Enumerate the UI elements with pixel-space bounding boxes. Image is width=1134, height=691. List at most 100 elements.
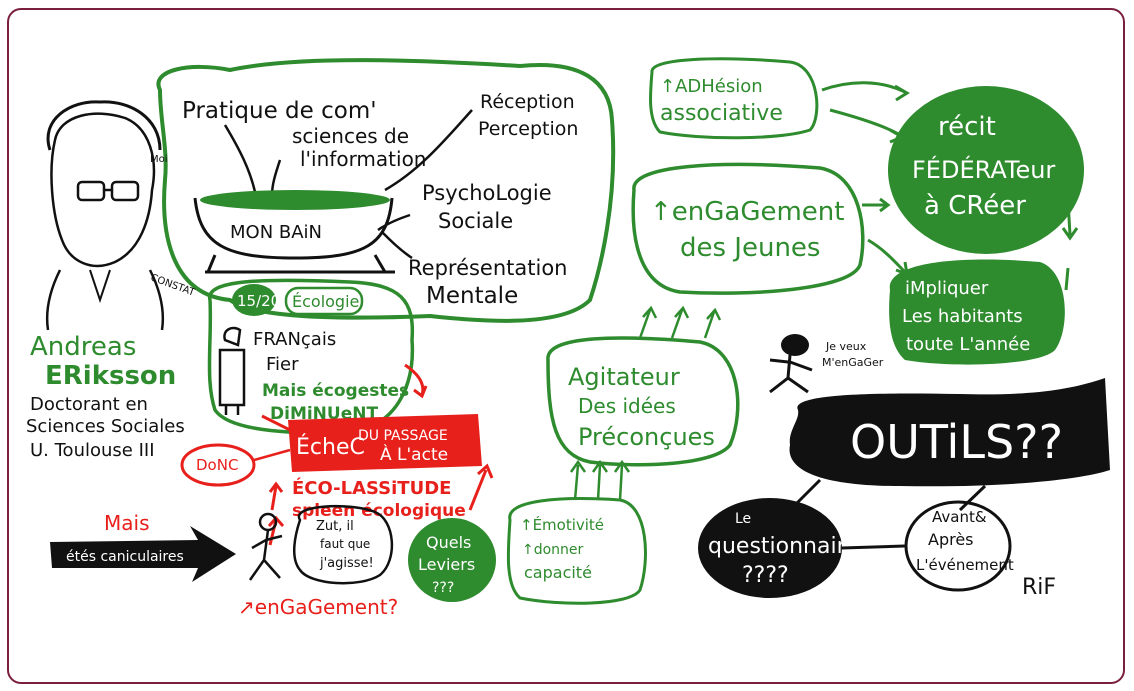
pratique-label: Pratique de com' xyxy=(182,98,377,124)
avant-label-2: Après xyxy=(928,530,974,549)
thought-bubble xyxy=(293,504,394,585)
lassitude-label-2: spleen écologique xyxy=(292,501,466,521)
quels-label-3: ??? xyxy=(432,580,454,596)
arrow-pratique xyxy=(223,124,257,193)
donc-line xyxy=(253,448,291,462)
impliquer-label-2: Les habitants xyxy=(902,306,1023,327)
green-arrows-up xyxy=(569,459,631,501)
emotivite-bubble xyxy=(506,497,647,605)
engagement-jeunes-2: des Jeunes xyxy=(680,233,820,263)
red-arrow-down xyxy=(404,363,428,399)
thought-line-2: faut que xyxy=(320,537,370,551)
repr-label-2: Mentale xyxy=(426,283,518,309)
bath-water xyxy=(200,190,390,210)
engagement-jeunes-1: ↑enGaGement xyxy=(650,197,844,227)
top-left-bubble-outline xyxy=(156,58,616,323)
running-man-sketch xyxy=(248,512,283,581)
arrow-reception xyxy=(384,109,473,192)
adhesion-label-2: associative xyxy=(660,101,783,126)
avant-label-1: Avant& xyxy=(932,508,987,526)
bath-tub xyxy=(193,197,394,260)
emotivite-label-3: capacité xyxy=(524,563,592,582)
quels-leviers-bubble xyxy=(408,518,496,602)
engagement-jeunes-bubble xyxy=(631,162,865,295)
donc-label: DoNC xyxy=(196,456,238,474)
speaker-portrait xyxy=(45,100,165,331)
sciences-info-label-2: l'information xyxy=(300,147,426,171)
questionnaire-bubble xyxy=(698,498,842,598)
signature: RiF xyxy=(1022,575,1056,600)
arrow-sciences xyxy=(270,159,282,196)
echec-label-3: À L'acte xyxy=(380,443,448,465)
speaker-role-1: Doctorant en xyxy=(30,394,148,415)
ecologie-badge xyxy=(284,286,364,316)
thought-line-3: j'agisse! xyxy=(319,556,374,571)
thought-line-1: Zut, il xyxy=(316,519,354,534)
canicule-arrow xyxy=(50,526,236,582)
speaker-role-2: Sciences Sociales xyxy=(26,416,185,437)
echec-label-1: ÉcheC xyxy=(296,434,365,460)
mon-bain-label: MON BAiN xyxy=(230,222,322,243)
questionnaire-label-2: questionnaire xyxy=(708,534,859,559)
avant-apres-bubble xyxy=(904,500,1012,592)
je-veux-label-1: Je veux xyxy=(825,340,867,353)
questionnaire-label-3: ???? xyxy=(742,563,789,588)
score-badge xyxy=(232,284,276,316)
arrow-psycho xyxy=(377,213,411,232)
avant-label-3: L'événement xyxy=(916,556,1014,574)
bath-feet xyxy=(205,254,395,274)
impliquer-bubble xyxy=(889,259,1065,365)
outils-blob xyxy=(789,378,1110,487)
repr-label-1: Représentation xyxy=(408,256,568,280)
emotivite-label-2: ↑donner xyxy=(522,542,584,558)
constat-bubble-outline xyxy=(207,278,415,435)
speaker-role-3: U. Toulouse III xyxy=(30,440,155,461)
speaker-last-name: ERiksson xyxy=(45,361,176,391)
agitateur-line-1: Agitateur xyxy=(568,363,680,391)
moi-label: Moi xyxy=(150,154,168,165)
echec-block xyxy=(288,414,482,472)
reception-label: Réception xyxy=(480,91,575,113)
impliquer-label-1: iMpliquer xyxy=(905,278,989,299)
green-connector-arrows xyxy=(821,81,1079,291)
impliquer-label-3: toute L'année xyxy=(906,334,1030,355)
speaker-first-name: Andreas xyxy=(30,332,136,362)
francais-label-2: Fier xyxy=(266,354,299,375)
canicule-label: étés caniculaires xyxy=(66,549,184,565)
agitateur-line-3: Préconçues xyxy=(578,423,715,451)
engagement-question: ↗enGaGement? xyxy=(238,595,398,619)
small-running-figure xyxy=(769,334,813,394)
red-arrow-up-3 xyxy=(468,463,494,511)
adhesion-bubble xyxy=(649,57,819,140)
man-sketch xyxy=(218,326,246,415)
recit-label-1: récit xyxy=(938,112,996,142)
francais-label-1: FRANçais xyxy=(253,329,336,350)
green-arrows-up-2 xyxy=(638,305,722,339)
recit-label-3: à CRéer xyxy=(924,191,1026,221)
lassitude-label-1: ÉCO-LASSiTUDE xyxy=(292,477,451,499)
score-label: 15/20 xyxy=(237,292,280,310)
recit-label-2: FÉDÉRATeur xyxy=(912,155,1055,184)
echec-label-2: DU PASSAGE xyxy=(358,428,448,444)
outils-connectors xyxy=(793,478,987,512)
ecogestes-label-1: Mais écogestes xyxy=(262,381,409,401)
outils-title: OUTiLS?? xyxy=(850,415,1063,469)
red-arrow-up-1 xyxy=(268,481,284,511)
donc-bubble xyxy=(180,443,256,487)
psycho-label-1: PsychoLogie xyxy=(422,181,552,205)
questionnaire-link xyxy=(841,544,906,550)
quels-label-2: Leviers xyxy=(418,555,475,574)
arrow-repr xyxy=(381,231,413,260)
quels-label-1: Quels xyxy=(426,533,471,552)
je-veux-label-2: M'enGaGer xyxy=(822,356,884,369)
mais-label: Mais xyxy=(104,511,150,535)
agitateur-bubble xyxy=(546,336,740,467)
emotivite-label-1: ↑Émotivité xyxy=(520,515,604,534)
questionnaire-label-1: Le xyxy=(735,511,751,527)
recit-bubble xyxy=(888,86,1084,254)
psycho-label-2: Sociale xyxy=(438,209,513,233)
perception-label: Perception xyxy=(478,118,578,140)
adhesion-label-1: ↑ADHésion xyxy=(660,76,763,97)
red-arrow-left-to-echec xyxy=(261,414,291,432)
